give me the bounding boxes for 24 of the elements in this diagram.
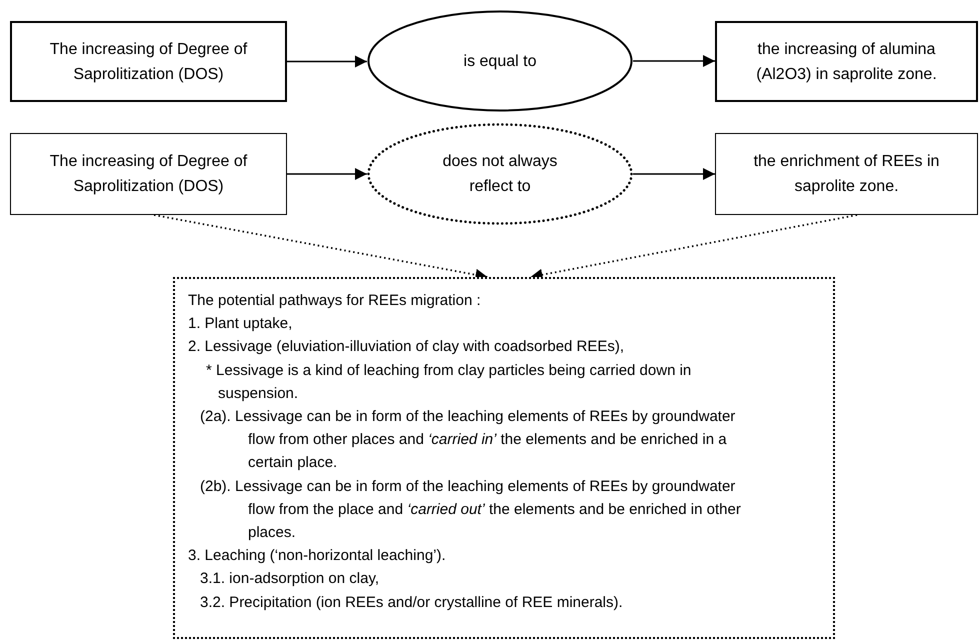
arrow	[287, 168, 367, 180]
list-text: (2b). Lessivage can be in form of the leaching elements of REEs by groundwater flow from the place and ‘carried out’ the elements and be enriched in other places.	[199, 476, 742, 544]
node-text: the increasing of alumina (Al2O3) in saprolite zone.	[755, 40, 938, 84]
arrow	[633, 168, 715, 180]
list-text: 3. Leaching (‘non-horizontal leaching’).	[188, 546, 447, 566]
arrow	[287, 56, 367, 68]
process-box	[715, 133, 978, 215]
process-box	[10, 21, 287, 102]
list-text: The potential pathways for REEs migration :	[188, 291, 482, 311]
list-text: (2a). Lessivage can be in form of the leaching elements of REEs by groundwater flow from other places and ‘carried in’ the elements and be enriched in a certain place.	[199, 407, 736, 474]
node-text: The increasing of Degree of Saprolitization (DOS)	[48, 40, 248, 84]
process-box	[715, 21, 978, 102]
node-text: does not always reflect to	[442, 152, 558, 197]
list-text: 3.2. Precipitation (ion REEs and/or crystalline of REE minerals).	[199, 592, 624, 613]
list-text: * Lessivage is a kind of leaching from clay particles being carried down in suspension.	[205, 360, 692, 404]
node-text: The increasing of Degree of Saprolitization (DOS)	[48, 152, 248, 197]
arrow	[633, 55, 715, 67]
list-text: 2. Lessivage (eluviation-illuviation of clay with coadsorbed REEs),	[188, 337, 626, 358]
node-text: the enrichment of REEs in saprolite zone.	[752, 152, 940, 197]
process-box	[10, 133, 287, 215]
list-text: 3.1. ion-adsorption on clay,	[199, 569, 380, 590]
dotted-box	[173, 277, 835, 639]
node-text: is equal to	[462, 52, 538, 72]
list-text: 1. Plant uptake,	[188, 314, 294, 334]
